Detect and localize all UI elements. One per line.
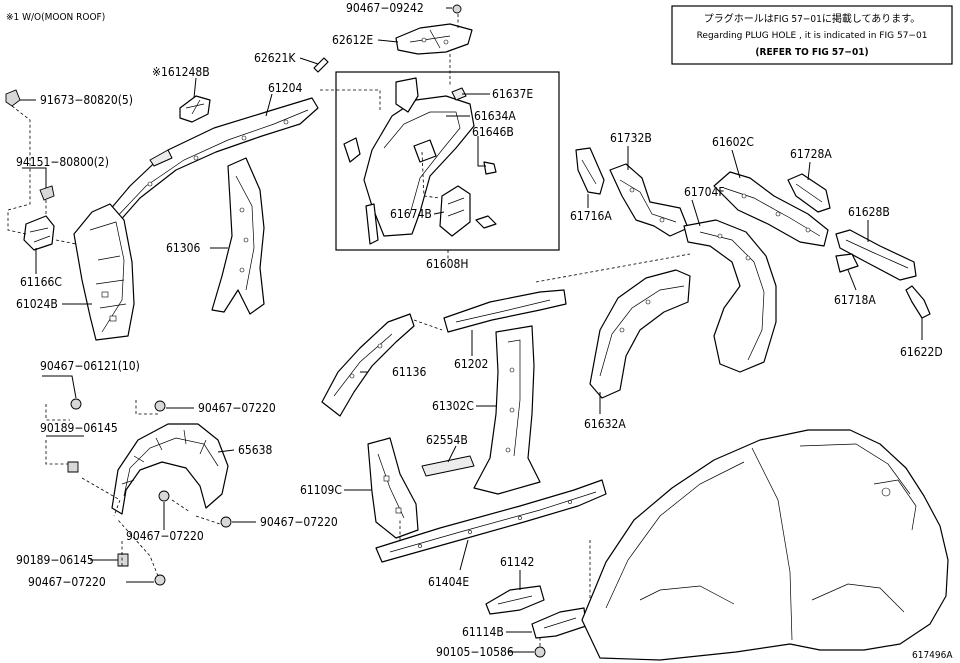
- label-61204[interactable]: 61204: [268, 81, 302, 95]
- label-61404E[interactable]: 61404E: [428, 575, 469, 589]
- label-61732B[interactable]: 61732B: [610, 131, 652, 145]
- label-61306[interactable]: 61306: [166, 241, 200, 255]
- part-61622D[interactable]: [905, 285, 931, 319]
- part-body-side-assembly[interactable]: [581, 429, 949, 661]
- part-61632A[interactable]: [589, 269, 691, 399]
- part-61716A[interactable]: [575, 147, 605, 195]
- label-61704F[interactable]: 61704F: [684, 185, 725, 199]
- label-61142[interactable]: 61142: [500, 555, 534, 569]
- label-61136[interactable]: 61136: [392, 365, 426, 379]
- clip-90467-07220-a[interactable]: [154, 400, 166, 412]
- notice-line-jp: プラグホールはFIG 57−01に掲載してあります。: [704, 12, 921, 25]
- note-moonroof: ※1 W/O(MOON ROOF): [6, 12, 105, 23]
- part-61306[interactable]: [211, 157, 265, 315]
- part-61302C[interactable]: [473, 325, 541, 495]
- clip-90467-07220-d[interactable]: [154, 574, 166, 586]
- part-61404E[interactable]: [375, 479, 607, 563]
- label-91673-80820[interactable]: 91673−80820(5): [40, 93, 133, 107]
- notice-line-en: Regarding PLUG HOLE , it is indicated in…: [697, 31, 928, 41]
- label-61632A[interactable]: 61632A: [584, 417, 626, 431]
- part-61728A[interactable]: [787, 173, 831, 213]
- label-62612E[interactable]: 62612E: [332, 33, 373, 47]
- part-61109C[interactable]: [367, 437, 419, 539]
- clip-90189-06145-a[interactable]: [67, 461, 79, 473]
- clip-90189-06145-b[interactable]: [117, 553, 129, 567]
- clip-90467-07220-b[interactable]: [158, 490, 170, 502]
- label-61602C[interactable]: 61602C: [712, 135, 754, 149]
- label-90467-09242[interactable]: 90467−09242: [346, 1, 424, 15]
- label-61674B[interactable]: 61674B: [390, 207, 432, 221]
- label-90105-10586[interactable]: 90105−10586: [436, 645, 514, 659]
- label-61166C[interactable]: 61166C: [20, 275, 62, 289]
- assembly-lines: [7, 14, 691, 646]
- clip-90467-09242[interactable]: [452, 4, 462, 14]
- label-61622D[interactable]: 61622D: [900, 345, 943, 359]
- clip-91673-80820[interactable]: [5, 89, 21, 107]
- label-90189-06145-b[interactable]: 90189−06145: [16, 553, 94, 567]
- label-94151-80800[interactable]: 94151−80800(2): [16, 155, 109, 169]
- part-61248B[interactable]: [179, 95, 211, 123]
- label-61637E[interactable]: 61637E: [492, 87, 533, 101]
- part-61704F[interactable]: [683, 219, 777, 373]
- label-61728A[interactable]: 61728A: [790, 147, 832, 161]
- clip-90467-07220-c[interactable]: [220, 516, 232, 528]
- part-61602C[interactable]: [713, 171, 829, 247]
- label-61109C[interactable]: 61109C: [300, 483, 342, 497]
- part-61114B[interactable]: [531, 607, 587, 639]
- label-61114B[interactable]: 61114B: [462, 625, 504, 639]
- label-61646B[interactable]: 61646B: [472, 125, 514, 139]
- part-61646B[interactable]: [483, 161, 497, 175]
- part-62612E[interactable]: [395, 23, 473, 55]
- label-90189-06145-a[interactable]: 90189−06145: [40, 421, 118, 435]
- part-61202[interactable]: [443, 289, 567, 333]
- label-62554B[interactable]: 62554B: [426, 433, 468, 447]
- label-90467-07220-b[interactable]: 90467−07220: [126, 529, 204, 543]
- label-61024B[interactable]: 61024B: [16, 297, 58, 311]
- label-61302C[interactable]: 61302C: [432, 399, 474, 413]
- label-90467-07220-a[interactable]: 90467−07220: [198, 401, 276, 415]
- label-61628B[interactable]: 61628B: [848, 205, 890, 219]
- label-90467-07220-c[interactable]: 90467−07220: [260, 515, 338, 529]
- label-61248B[interactable]: ※161248B: [152, 65, 210, 79]
- label-62621K[interactable]: 62621K: [254, 51, 296, 65]
- label-61718A[interactable]: 61718A: [834, 293, 876, 307]
- part-61166C[interactable]: [23, 215, 55, 251]
- leader-lines: [20, 7, 923, 653]
- part-61718A[interactable]: [835, 253, 859, 273]
- part-61628B[interactable]: [835, 229, 917, 281]
- part-61637E[interactable]: [451, 87, 467, 101]
- group-small-brackets: [343, 77, 497, 245]
- clip-94151-80800[interactable]: [39, 185, 55, 201]
- group-box-61608H: [335, 71, 560, 251]
- label-61634A[interactable]: 61634A: [474, 109, 516, 123]
- label-90467-07220-d[interactable]: 90467−07220: [28, 575, 106, 589]
- part-61136[interactable]: [321, 313, 415, 417]
- part-61204[interactable]: [97, 97, 319, 233]
- label-61202[interactable]: 61202: [454, 357, 488, 371]
- part-62621K[interactable]: [313, 57, 329, 73]
- part-61674B[interactable]: [439, 185, 471, 237]
- clip-90467-06121[interactable]: [70, 398, 82, 410]
- part-61024B[interactable]: [73, 203, 135, 341]
- label-61716A[interactable]: 61716A: [570, 209, 612, 223]
- diagram-code: 617496A: [912, 650, 953, 661]
- label-65638[interactable]: 65638: [238, 443, 272, 457]
- part-62554B[interactable]: [421, 455, 475, 477]
- notice-line-ref: (REFER TO FIG 57−01): [755, 47, 868, 58]
- part-61142[interactable]: [485, 585, 545, 615]
- notice-box: プラグホールはFIG 57−01に掲載してあります。 Regarding PLU…: [671, 5, 953, 65]
- part-labels: 90467−09242 62612E 62621K ※161248B 61204…: [16, 1, 943, 659]
- label-90467-06121[interactable]: 90467−06121(10): [40, 359, 140, 373]
- clip-90105-10586[interactable]: [534, 646, 546, 658]
- label-61608H[interactable]: 61608H: [426, 257, 468, 271]
- part-61732B[interactable]: [609, 163, 689, 237]
- part-65638[interactable]: [111, 423, 229, 515]
